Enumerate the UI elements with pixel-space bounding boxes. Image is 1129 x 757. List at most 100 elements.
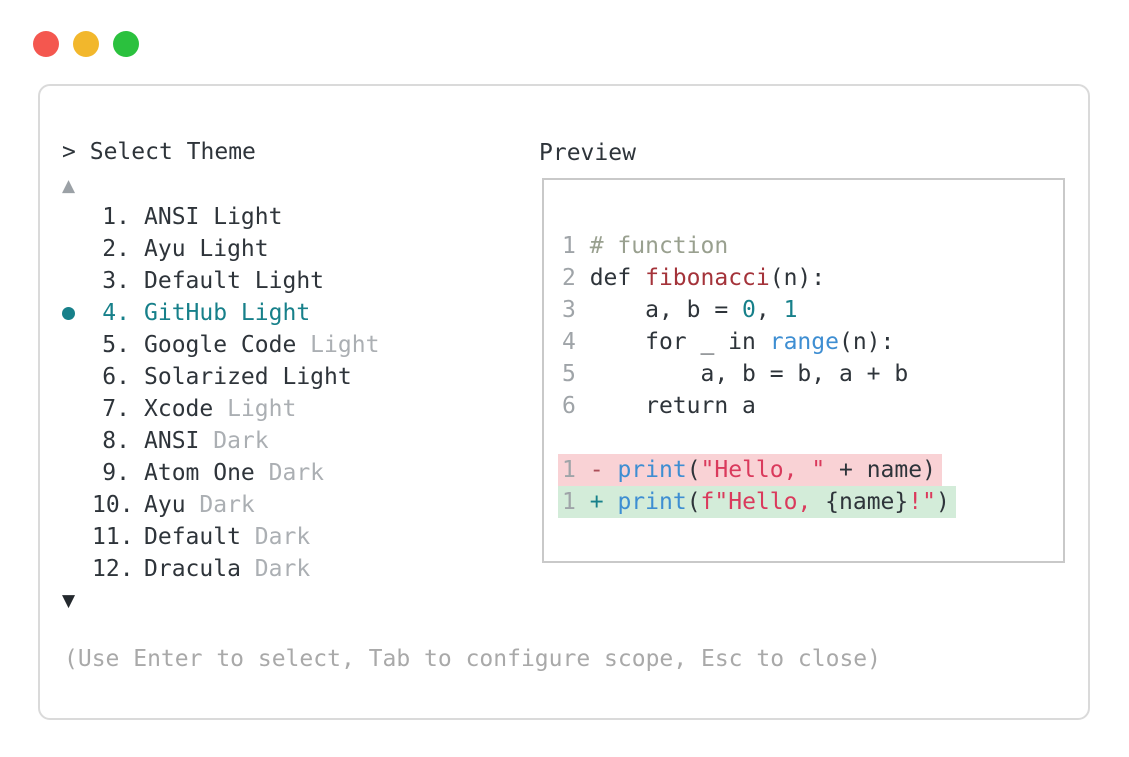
theme-list-item[interactable]: 10. Ayu Dark	[40, 489, 540, 521]
theme-name: ANSI Light	[144, 204, 283, 230]
token-builtin: print	[617, 489, 687, 515]
theme-number: 6.	[102, 364, 130, 390]
diff-highlight: 1 - print("Hello, " + name)	[558, 454, 942, 486]
theme-name: Default Light	[144, 268, 325, 294]
token-plain: return a	[575, 393, 756, 419]
token-ln: 1	[562, 457, 576, 483]
token-ln: 2	[562, 265, 576, 291]
theme-variant-muted: Dark	[199, 428, 269, 454]
theme-number: 12.	[92, 556, 134, 582]
theme-list-item[interactable]: 11. Default Dark	[40, 521, 540, 553]
token-minus: -	[589, 457, 604, 483]
code-line: 4 for _ in range(n):	[562, 326, 956, 358]
token-plain: a, b = b, a + b	[575, 361, 909, 387]
theme-list-item[interactable]: 9. Atom One Dark	[40, 457, 540, 489]
theme-number: 4.	[102, 300, 130, 326]
theme-number: 3.	[102, 268, 130, 294]
theme-number: 5.	[102, 332, 130, 358]
help-text: (Use Enter to select, Tab to configure s…	[64, 646, 881, 672]
close-button[interactable]	[33, 31, 59, 57]
theme-list-item[interactable]: 6.Solarized Light	[40, 361, 540, 393]
theme-name: Dracula Dark	[144, 556, 311, 582]
token-string: f"Hello,	[700, 489, 826, 515]
theme-picker-dialog: > Select Theme ▲ 1. ANSI Light 2. Ayu Light…	[38, 84, 1090, 720]
token-defname: fibonacci	[645, 265, 770, 291]
theme-number: 9.	[102, 460, 130, 486]
token-plain: def	[575, 265, 646, 291]
prompt-title: Select Theme	[89, 139, 256, 165]
theme-name: Ayu Light	[144, 236, 269, 262]
token-plain	[604, 457, 618, 483]
minimize-button[interactable]	[73, 31, 99, 57]
token-plain	[576, 489, 590, 515]
theme-name: ANSI Dark	[144, 428, 269, 454]
selected-dot-icon	[62, 306, 75, 320]
theme-list-item[interactable]: 2. Ayu Light	[40, 233, 540, 265]
zoom-button[interactable]	[113, 31, 139, 57]
token-plain	[604, 489, 618, 515]
token-plain: (	[686, 457, 701, 483]
theme-variant-muted: Dark	[240, 524, 311, 550]
theme-list-item[interactable]: 12. Dracula Dark	[40, 553, 540, 585]
code-line: 6 return a	[562, 390, 956, 422]
code-line	[562, 422, 956, 454]
token-ln: 1	[562, 233, 576, 259]
token-plain: {name}	[825, 489, 909, 515]
token-builtin: range	[769, 329, 839, 355]
theme-number: 10.	[92, 492, 134, 518]
theme-variant-muted: Light	[213, 396, 297, 422]
token-plain: ,	[755, 297, 784, 323]
token-string: "Hello, "	[700, 457, 826, 483]
theme-variant-muted: Dark	[185, 492, 255, 518]
theme-list-item[interactable]: 4. GitHub Light	[40, 297, 540, 329]
token-ln: 3	[562, 297, 576, 323]
theme-list-item[interactable]: 5. Google Code Light	[40, 329, 540, 361]
token-string: !"	[908, 489, 936, 515]
theme-number: 8.	[102, 428, 130, 454]
diff-line-added: 1 + print(f"Hello, {name}!")	[558, 486, 956, 518]
token-ln: 4	[562, 329, 576, 355]
token-plain	[576, 233, 590, 259]
diff-line-removed: 1 - print("Hello, " + name)	[558, 454, 956, 486]
theme-number: 7.	[102, 396, 130, 422]
code-line: 3 a, b = 0, 1	[562, 294, 956, 326]
theme-number: 1.	[102, 204, 130, 230]
diff-highlight: 1 + print(f"Hello, {name}!")	[558, 486, 956, 518]
token-ln: 5	[562, 361, 576, 387]
theme-number: 2.	[102, 236, 130, 262]
token-plain: (	[686, 489, 701, 515]
theme-name: Google Code Light	[144, 332, 380, 358]
theme-number: 11.	[92, 524, 134, 550]
theme-name: GitHub Light	[144, 300, 311, 326]
token-plain: for _ in	[575, 329, 770, 355]
token-num: 1	[783, 297, 798, 323]
token-ln: 6	[562, 393, 576, 419]
theme-list-item[interactable]: 8. ANSI Dark	[40, 425, 540, 457]
theme-name: Default Dark	[144, 524, 311, 550]
scroll-down-icon[interactable]: ▼	[62, 591, 76, 611]
select-theme-prompt: > Select Theme	[62, 136, 256, 168]
code-line: 2 def fibonacci(n):	[562, 262, 956, 294]
scroll-up-icon[interactable]: ▲	[62, 176, 76, 196]
theme-list-item[interactable]: 7.Xcode Light	[40, 393, 540, 425]
token-ln: 1	[562, 489, 576, 515]
token-plain	[576, 457, 590, 483]
theme-name: Ayu Dark	[144, 492, 255, 518]
preview-title: Preview	[539, 140, 636, 166]
token-plain: (n):	[838, 329, 895, 355]
selected-dot-icon	[62, 306, 92, 320]
token-num: 0	[742, 297, 756, 323]
theme-list-item[interactable]: 3. Default Light	[40, 265, 540, 297]
theme-variant-muted: Dark	[254, 460, 325, 486]
code-line: 1 # function	[562, 230, 956, 262]
window-controls	[33, 31, 139, 57]
theme-list-item[interactable]: 1. ANSI Light	[40, 201, 540, 233]
token-builtin: print	[617, 457, 687, 483]
theme-variant-muted: Light	[296, 332, 380, 358]
theme-name: Atom One Dark	[144, 460, 325, 486]
token-plain: a, b =	[575, 297, 743, 323]
token-plain: )	[935, 489, 950, 515]
theme-variant-muted: Dark	[240, 556, 311, 582]
